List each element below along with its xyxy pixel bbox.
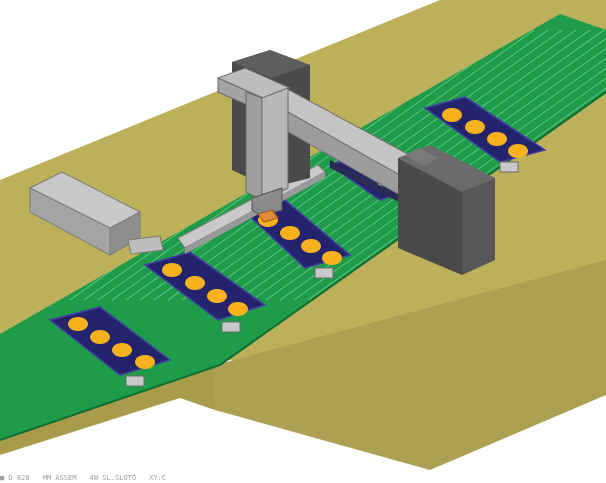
fixture-tab [221, 321, 241, 333]
conveyor-slat-line [307, 29, 606, 301]
fixture-2[interactable] [143, 251, 267, 333]
solder-pad [68, 317, 88, 331]
solder-pad [322, 251, 342, 265]
gripper-tip [257, 209, 279, 223]
beam-shadow [330, 160, 405, 205]
gantry-column-top [232, 50, 310, 78]
fixture-tab [499, 161, 519, 173]
base-plate-side [0, 365, 215, 455]
solder-pad [442, 108, 462, 122]
linear-axis-beam[interactable] [256, 84, 430, 205]
gantry-motor-block[interactable] [398, 145, 495, 275]
solder-pad [301, 239, 321, 253]
solder-pad [280, 226, 300, 240]
status-segment: XY:C [149, 474, 167, 482]
conveyor-slat-line [293, 29, 606, 301]
motor-block-side [462, 178, 495, 275]
solder-pad [112, 343, 132, 357]
solder-pad [487, 132, 507, 146]
z-axis-column-front [245, 91, 263, 201]
fixture-1[interactable] [48, 306, 172, 387]
solder-pad [228, 302, 248, 316]
cylinder-rod [127, 235, 164, 255]
solder-pad [185, 276, 205, 290]
solder-pad [508, 144, 528, 158]
status-bar: ■ D 828 MM ASSEM 4W SL.SLOTO XY:C [0, 474, 606, 483]
motor-cap [405, 148, 438, 166]
guide-rail-side [185, 172, 325, 254]
fixture-5[interactable] [423, 96, 547, 173]
motor-block-front [398, 158, 462, 275]
base-plate-front [215, 260, 606, 470]
z-axis-head[interactable] [216, 67, 292, 223]
solder-pad [465, 120, 485, 134]
status-segment: ■ D 828 [0, 474, 30, 482]
status-segment: MM ASSEM [42, 474, 77, 482]
solder-pad [135, 355, 155, 369]
solder-pad [207, 289, 227, 303]
pusher-cylinder[interactable] [28, 171, 164, 256]
solder-pad [162, 263, 182, 277]
status-segment: 4W SL.SLOTO [89, 474, 137, 482]
z-axis-column-side [261, 87, 289, 201]
fixture-tab [125, 375, 145, 387]
fixture-tab [314, 267, 334, 279]
solder-pad [90, 330, 110, 344]
